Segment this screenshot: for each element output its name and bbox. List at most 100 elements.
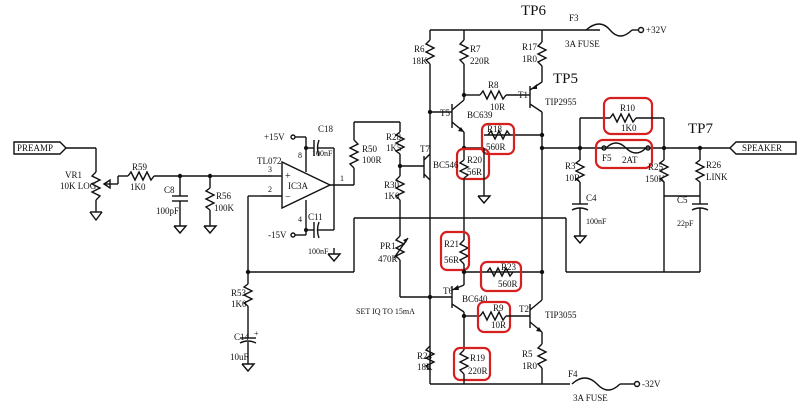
t2-ref: T2 (519, 304, 529, 314)
t1-transistor: T1 TIP2955 (518, 81, 577, 113)
r26-resistor: R26 LINK (694, 159, 728, 183)
c11-value: 100nF (308, 247, 329, 256)
opamp-pin1: 1 (340, 174, 344, 183)
r18-resistor: R18 560R (480, 122, 542, 156)
r9-highlight (476, 300, 512, 334)
r17-resistor: R17 1R0 (522, 41, 548, 67)
c8-capacitor: C8 100pF (156, 176, 188, 235)
t2-transistor: T2 TIP3055 (519, 299, 577, 333)
c5-ref: C5 (677, 195, 688, 205)
r28-resistor: R28 1K5 (386, 131, 406, 155)
r26-ref: R26 (706, 160, 722, 170)
r20-ref: R20 (467, 155, 483, 165)
r53-ref: R53 (231, 288, 247, 298)
r6-resistor: R6 18K (412, 39, 436, 66)
tp5-label: TP5 (553, 71, 578, 87)
c4-ref: C4 (586, 193, 597, 203)
r6-value: 18K (412, 56, 428, 66)
c18-capacitor: C18 100nF (306, 124, 334, 158)
opamp-neg-rail: -15V (268, 230, 287, 240)
t5-ref: T5 (440, 108, 450, 118)
f5-value: 2AT (622, 155, 638, 165)
r59-ref: R59 (132, 162, 148, 172)
c8-ref: C8 (164, 185, 175, 195)
t6-value: BC640 (462, 294, 488, 304)
r8-ref: R8 (488, 80, 499, 90)
preamp-label: PREAMP (17, 143, 53, 153)
c14-plus: + (254, 329, 259, 338)
c4-capacitor: C4 100nF (571, 193, 607, 245)
r26-value: LINK (706, 172, 728, 182)
opamp-pos-rail: +15V (264, 132, 285, 142)
r24-ref: R24 (417, 351, 433, 361)
t2-value: TIP3055 (545, 310, 577, 320)
opamp-pin8: 8 (298, 151, 302, 160)
vr1-value: 10K LOG (60, 181, 97, 191)
r9-resistor: R9 10R (476, 300, 512, 334)
t7-transistor: T7 BC546 (420, 144, 459, 181)
f3-fuse: F3 3A FUSE (565, 13, 633, 49)
r30-ref: R30 (384, 180, 400, 190)
r59-value: 1K0 (130, 182, 146, 192)
r20-resistor: R20 56R (455, 147, 491, 181)
f3-value: 3A FUSE (565, 39, 600, 49)
r30-resistor: R30 1K0 (384, 175, 406, 201)
t6-ref: T6 (443, 286, 453, 296)
r7-resistor: R7 220R (458, 39, 490, 66)
r18-highlight (480, 122, 516, 156)
r50-ref: R50 (362, 144, 378, 154)
f4-value: 3A FUSE (573, 393, 608, 403)
opamp-ic3a: + − IC3A TL072 3 2 1 8 4 (257, 151, 344, 224)
r8-resistor: R8 10R (479, 80, 507, 112)
r53-resistor: R53 1K0 (231, 272, 254, 330)
r21-highlight (439, 230, 471, 272)
r24-resistor: R24 18K (417, 345, 436, 372)
r5-resistor: R5 1R0 (522, 343, 548, 371)
r10-value: 1K0 (621, 123, 637, 133)
pr1-trimpot: PR1 470R (378, 235, 409, 264)
preamp-connector: PREAMP (13, 141, 67, 155)
set-iq-note: SET IQ TO 15mA (356, 307, 415, 316)
r23-highlight (479, 260, 523, 293)
r3-value: 10R (565, 173, 580, 183)
r21-value: 56R (444, 255, 459, 265)
c5-capacitor: C5 22pF (677, 195, 709, 230)
r3-ref: R3 (565, 161, 576, 171)
r7-ref: R7 (470, 44, 481, 54)
pos-rail-label: +32V (646, 25, 667, 35)
c14-capacitor: + C14 10uF (230, 329, 259, 373)
r21-ref: R21 (444, 239, 459, 249)
r28-value: 1K5 (386, 143, 402, 153)
r25-ref: R25 (648, 162, 664, 172)
speaker-label: SPEAKER (742, 143, 782, 153)
r7-value: 220R (470, 56, 490, 66)
r17-ref: R17 (522, 42, 538, 52)
tp7-label: TP7 (688, 121, 714, 137)
r56-resistor: R56 100K (203, 176, 235, 235)
opamp-pin3: 3 (268, 165, 272, 174)
c4-value: 100nF (586, 217, 607, 226)
c11-ref: C11 (308, 212, 323, 222)
f5-ref: F5 (602, 153, 612, 163)
r28-ref: R28 (386, 132, 402, 142)
r53-value: 1K0 (231, 299, 247, 309)
c8-value: 100pF (156, 206, 179, 216)
r5-value: 1R0 (522, 361, 538, 371)
r19-highlight (452, 346, 492, 382)
r59-resistor: R59 1K0 (127, 162, 155, 192)
r25-value: 150K (645, 174, 666, 184)
r19-value: 220R (468, 366, 488, 376)
r24-value: 18K (417, 362, 433, 372)
r18-ref: R18 (487, 124, 503, 134)
r17-value: 1R0 (522, 54, 538, 64)
t6-transistor: T6 BC640 (430, 284, 488, 313)
vr1-potentiometer: VR1 10K LOG (60, 148, 118, 222)
t7-ref: T7 (420, 144, 430, 154)
r10-ref: R10 (620, 103, 636, 113)
opamp-pin2: 2 (268, 185, 272, 194)
opamp-unit: IC3A (288, 181, 309, 191)
r10-highlight (602, 96, 654, 136)
neg-rail-label: -32V (642, 379, 661, 389)
r19-resistor: R19 220R (452, 346, 492, 382)
